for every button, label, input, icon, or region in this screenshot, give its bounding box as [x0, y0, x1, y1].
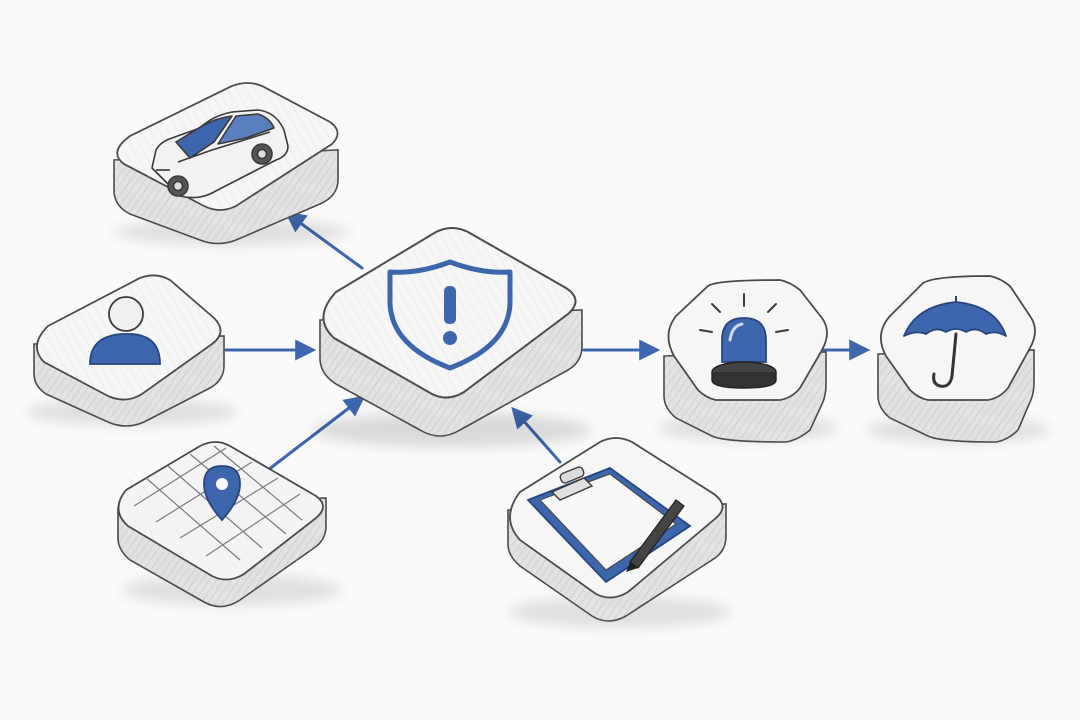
- clipboard-pen-icon: [526, 466, 692, 584]
- node-location: [117, 441, 342, 608]
- node-emergency: [658, 279, 838, 443]
- map-pin-icon: [203, 465, 241, 522]
- siren-icon: [699, 293, 789, 389]
- node-person: [26, 274, 238, 427]
- person-icon: [89, 296, 161, 365]
- node-vehicle: [113, 82, 350, 246]
- car-icon: [151, 109, 289, 199]
- node-protection: [866, 275, 1050, 444]
- node-report: [507, 437, 732, 628]
- node-alert: [312, 227, 592, 448]
- arrow-location-to-alert: [266, 395, 366, 472]
- umbrella-icon: [903, 296, 1007, 388]
- shield-alert-icon: [387, 259, 513, 371]
